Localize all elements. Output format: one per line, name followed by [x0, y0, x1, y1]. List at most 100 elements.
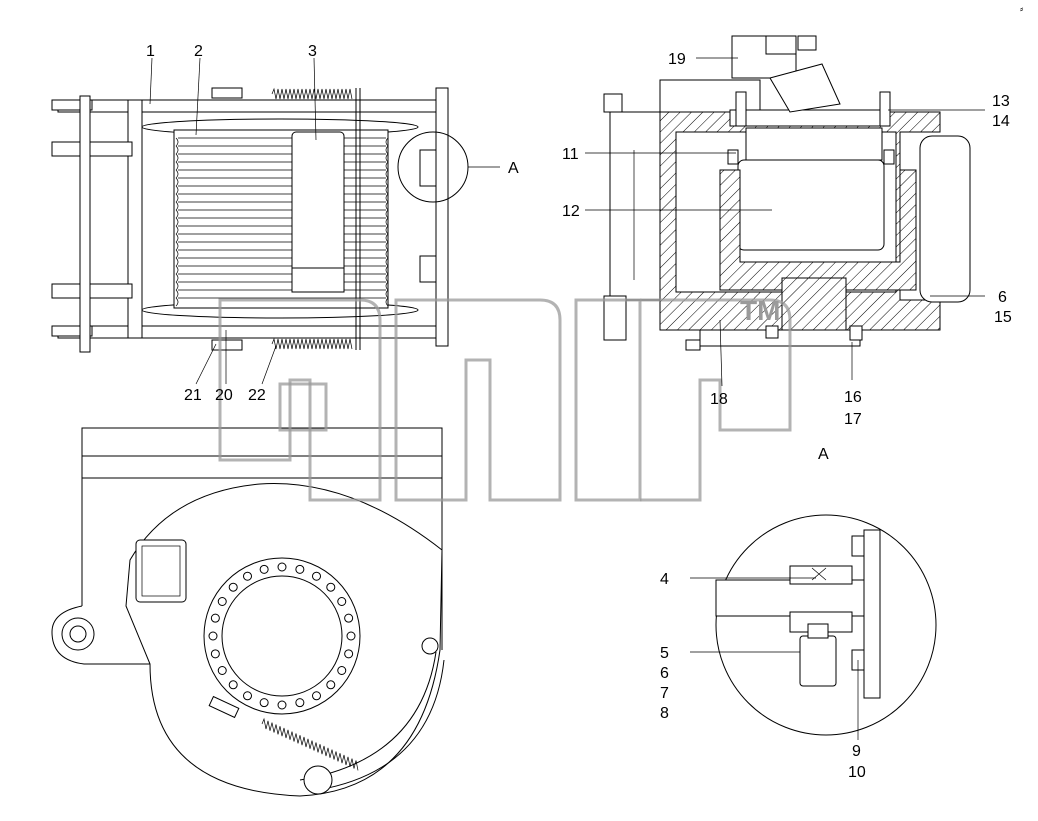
flange-bolt: [337, 666, 347, 675]
label-22: 22: [248, 387, 266, 404]
flange-bolt: [295, 698, 305, 708]
label-16: 16: [844, 389, 862, 406]
drum-side: [919, 135, 971, 303]
cable-drum: [141, 118, 419, 319]
label-17: 17: [844, 411, 862, 428]
flange-bolt: [210, 613, 220, 623]
spring-side: [261, 717, 359, 771]
drum-groove: [175, 185, 389, 195]
label-15: 15: [994, 309, 1012, 326]
drum-groove: [175, 209, 389, 219]
watermark-logo: TM: [218, 295, 792, 502]
label-21: 21: [184, 387, 202, 404]
drum-groove: [175, 241, 389, 251]
spring-end-fitting: [208, 695, 240, 719]
flange-bolt: [228, 582, 238, 592]
flange-bolt: [326, 680, 336, 690]
label-5: 5: [660, 645, 669, 662]
drum-groove: [175, 201, 389, 211]
detail-mount-plate: [863, 529, 881, 699]
bracket-a: [419, 149, 437, 187]
label-4: 4: [660, 571, 669, 588]
flange-bolt: [277, 700, 287, 710]
detail-a-boundary: [715, 514, 937, 736]
cover-plate: [135, 539, 187, 603]
part-number-labels: 1 2 3 A 21 20 22 19 13 14 11 12 6 15 16 …: [146, 4, 1024, 781]
label-1: 1: [146, 43, 155, 60]
label-2: 2: [194, 43, 203, 60]
spring-coil: [271, 337, 353, 350]
flange-bolt: [243, 571, 252, 581]
label-18: 18: [710, 391, 728, 408]
flange-bolt-ring: [208, 562, 356, 710]
corner-mark: ⸗: [1020, 4, 1024, 15]
drum-groove: [175, 225, 389, 235]
label-11: 11: [562, 146, 579, 163]
spring-anchor-top: [211, 87, 243, 99]
tension-spring-bottom: [271, 337, 353, 350]
label-a-callout: A: [508, 160, 519, 177]
label-a-section: A: [818, 446, 829, 463]
top-plate: [729, 109, 891, 127]
label-13: 13: [992, 93, 1010, 110]
flange-bolt: [312, 691, 321, 701]
drum-groove: [175, 289, 389, 299]
spring-anchor-bottom: [211, 339, 243, 351]
flange-bolt: [243, 691, 252, 701]
winch-top-view: [51, 87, 500, 353]
flange-bolt: [344, 649, 354, 659]
flange-bolt: [326, 582, 336, 592]
drum-groove: [175, 145, 389, 155]
label-3: 3: [308, 43, 317, 60]
drum-groove: [175, 217, 389, 227]
drum-groove: [175, 161, 389, 171]
drum-groove: [175, 169, 389, 179]
flange-bolt: [346, 631, 356, 641]
flange-bolt: [295, 564, 305, 574]
mounting-lugs: [51, 95, 133, 353]
flange-bolt: [210, 649, 220, 659]
label-6-detail: 6: [660, 665, 669, 682]
flange-bolt: [228, 680, 238, 690]
detail-cylinder: [799, 635, 837, 687]
valve-elbow: [769, 63, 841, 113]
leader-lines: [149, 57, 985, 740]
section-view: [603, 35, 971, 351]
label-14: 14: [992, 113, 1010, 130]
flange-bolt: [259, 698, 269, 708]
flange-bolt: [208, 631, 218, 641]
pivot-pin: [421, 637, 439, 655]
detail-a-view: [715, 514, 937, 736]
spring-coil: [261, 717, 359, 771]
drum-groove: [175, 249, 389, 259]
drum-groove: [175, 177, 389, 187]
spring-coil: [271, 87, 353, 100]
motor-flange: [745, 127, 883, 161]
drum-groove: [175, 281, 389, 291]
label-10: 10: [848, 764, 866, 781]
drum-groove: [175, 257, 389, 267]
label-19: 19: [668, 51, 686, 68]
trademark-text: TM: [740, 295, 780, 326]
label-12: 12: [562, 203, 580, 220]
label-6-top: 6: [998, 289, 1007, 306]
drum-groove: [175, 297, 389, 307]
label-20: 20: [215, 387, 233, 404]
detail-lever-arm: [715, 579, 865, 617]
flange-bolt: [277, 562, 287, 572]
drum-groove: [175, 233, 389, 243]
drum-groove: [175, 273, 389, 283]
winch-side-view: [51, 427, 445, 797]
shaft-bearing: [781, 277, 847, 339]
hydraulic-motor: [737, 159, 885, 251]
flange-bolt: [344, 613, 354, 623]
label-9: 9: [852, 743, 861, 760]
drum-motor-end: [291, 267, 345, 293]
guide-roller: [303, 765, 333, 795]
drum-groove: [175, 193, 389, 203]
drum-groove: [175, 153, 389, 163]
label-8: 8: [660, 705, 669, 722]
drum-groove: [175, 137, 389, 147]
label-7: 7: [660, 685, 669, 702]
